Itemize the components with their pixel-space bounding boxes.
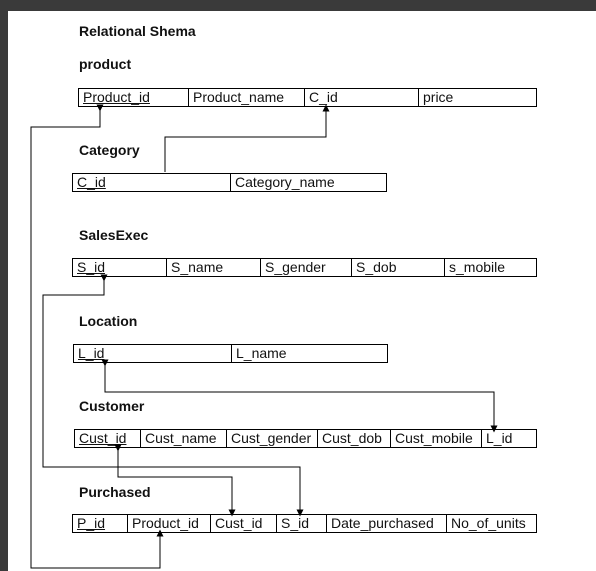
salesexec-col-s-gender: S_gender (261, 259, 352, 276)
customer-col-cust-name: Cust_name (141, 430, 227, 447)
category-col-category-name: Category_name (235, 174, 335, 190)
table-location: L_id L_name (73, 344, 388, 363)
salesexec-col-s-dob: S_dob (352, 259, 445, 276)
connector-customer-custid-to-purchased-custid (114, 444, 236, 517)
salesexec-col-s-name: S_name (167, 259, 261, 276)
purchased-col-s-id: S_id (277, 515, 327, 532)
product-col-product-id: Product_id (79, 89, 189, 106)
window-left-bar (0, 0, 8, 571)
salesexec-col-s-mobile: s_mobile (449, 259, 506, 275)
product-col-product-name: Product_name (189, 89, 305, 106)
table-label-category: Category (79, 142, 140, 158)
table-purchased: P_id Product_id Cust_id S_id Date_purcha… (72, 514, 537, 533)
table-category: C_id Category_name (72, 173, 387, 192)
table-label-customer: Customer (79, 398, 145, 414)
customer-col-l-id: L_id (486, 430, 513, 446)
salesexec-col-s-id: S_id (73, 259, 167, 276)
purchased-col-date-purchased: Date_purchased (327, 515, 447, 532)
product-col-price: price (423, 89, 454, 105)
table-label-salesexec: SalesExec (79, 227, 149, 243)
table-customer: Cust_id Cust_name Cust_gender Cust_dob C… (74, 429, 537, 448)
customer-col-cust-id: Cust_id (75, 430, 141, 447)
location-col-l-id: L_id (74, 345, 232, 362)
table-label-purchased: Purchased (79, 484, 151, 500)
table-label-location: Location (79, 313, 138, 329)
diagram-title: Relational Shema (79, 23, 196, 39)
purchased-col-p-id: P_id (73, 515, 128, 532)
purchased-col-no-of-units: No_of_units (451, 515, 526, 531)
customer-col-cust-dob: Cust_dob (318, 430, 391, 447)
product-col-c-id: C_id (305, 89, 419, 106)
purchased-col-product-id: Product_id (128, 515, 211, 532)
customer-col-cust-mobile: Cust_mobile (391, 430, 482, 447)
location-col-l-name: L_name (236, 345, 287, 361)
category-col-c-id: C_id (73, 174, 231, 191)
table-label-product: product (79, 56, 132, 72)
customer-col-cust-gender: Cust_gender (227, 430, 318, 447)
table-salesexec: S_id S_name S_gender S_dob s_mobile (72, 258, 537, 277)
connector-location-lid-to-customer-lid (101, 359, 498, 433)
table-product: Product_id Product_name C_id price (78, 88, 537, 107)
window-top-bar (0, 0, 596, 11)
purchased-col-cust-id: Cust_id (211, 515, 277, 532)
connector-category-cid-to-product-cid (164, 104, 330, 172)
